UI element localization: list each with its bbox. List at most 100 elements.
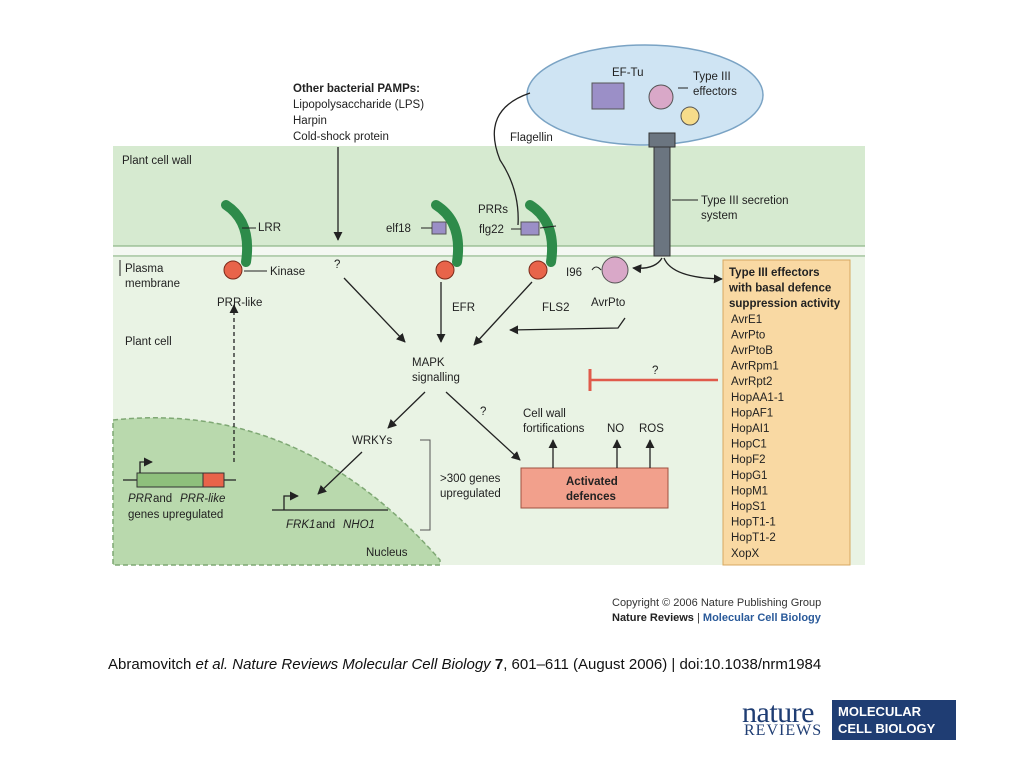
flagellin-strand [493, 92, 531, 226]
efr-label: EFR [452, 302, 475, 314]
effector-item: XopX [731, 548, 759, 560]
effector-item: HopG1 [731, 470, 767, 482]
activated-defences-box [520, 467, 669, 509]
plant-cell-label: Plant cell [125, 336, 172, 348]
cell-wall-label-1: Cell wall [523, 408, 566, 420]
effector-header-line: Type III effectors [729, 267, 820, 279]
question-defence: ? [480, 406, 486, 418]
effector-header-line: with basal defence [728, 283, 831, 295]
copyright-subjournal: Molecular Cell Biology [702, 612, 821, 624]
elf18-label: elf18 [386, 223, 411, 235]
prrs-label: PRRs [478, 204, 508, 216]
frk-and-label: and [316, 519, 335, 531]
fls2-label: FLS2 [542, 302, 570, 314]
question-pamp: ? [334, 259, 340, 271]
prr-gene-kinase-bar [202, 472, 225, 488]
effector-item: AvrE1 [731, 314, 762, 326]
prr-genes-c: PRR-like [180, 493, 225, 505]
flagellin-label: Flagellin [510, 132, 553, 144]
logo-line1: MOLECULAR [838, 704, 922, 719]
other-pamps-title: Other bacterial PAMPs: [293, 83, 420, 95]
plasma-membrane-label-2: membrane [125, 278, 180, 290]
effector-item: AvrRpt2 [731, 376, 772, 388]
lrr-label: LRR [258, 222, 281, 234]
effector-item: HopT1-2 [731, 532, 776, 544]
plasma-membrane-band [113, 246, 865, 256]
logo-reviews: REVIEWS [744, 722, 823, 739]
efr-kinase [435, 260, 455, 280]
cell-wall-label-2: fortifications [523, 423, 585, 435]
pamp-harpin: Harpin [293, 115, 327, 127]
effector-item: HopAA1-1 [731, 392, 784, 404]
prr-genes-b: and [153, 493, 172, 505]
effector-item: AvrPto [731, 329, 765, 341]
prr-genes-a: PRR [128, 493, 152, 505]
type3-effectors-line1: Type III [693, 71, 731, 83]
type3-effectors-line2: effectors [693, 86, 737, 98]
effector-box [722, 259, 851, 566]
effector-header-line: suppression activity [729, 298, 841, 310]
avrpto-label: AvrPto [591, 297, 625, 309]
nucleus-label: Nucleus [366, 547, 408, 559]
copyright-notice: Copyright © 2006 Nature Publishing Group… [612, 596, 821, 626]
secretion-label-2: system [701, 210, 737, 222]
fls2-kinase [528, 260, 548, 280]
ef-tu-protein [591, 82, 625, 110]
effector-list: Type III effectors with basal defence supp… [728, 267, 841, 560]
nature-reviews-logo: nature REVIEWS MOLECULAR CELL BIOLOGY [742, 696, 956, 742]
nucleus [112, 417, 441, 566]
genes-up-1: >300 genes [440, 473, 501, 485]
activated-label-2: defences [566, 491, 616, 503]
flg22-peptide [520, 221, 540, 236]
caption-rest: , 601–611 (August 2006) | doi:10.1038/nr… [503, 656, 822, 673]
ef-tu-label: EF-Tu [612, 67, 644, 79]
ros-label: ROS [639, 423, 664, 435]
efr-receptor [431, 200, 464, 267]
nho1-label: NHO1 [343, 519, 375, 531]
effector-item: HopC1 [731, 439, 767, 451]
plant-cell-wall-label: Plant cell wall [122, 155, 192, 167]
avrpto-protein [601, 256, 629, 284]
kinase-label: Kinase [270, 266, 305, 278]
pamp-lps: Lipopolysaccharide (LPS) [293, 99, 424, 111]
caption-journal: Nature Reviews Molecular Cell Biology [228, 656, 495, 673]
pamp-cold-shock: Cold-shock protein [293, 131, 389, 143]
prr-gene-bar [136, 472, 204, 488]
genes-up-2: upregulated [440, 488, 501, 500]
prr-like-label: PRR-like [217, 297, 262, 309]
effector-item: AvrPtoB [731, 345, 773, 357]
copyright-sep: | [693, 612, 703, 624]
effector-item: HopAI1 [731, 423, 769, 435]
secretion-system-tube [653, 145, 671, 257]
effector-item: HopAF1 [731, 407, 773, 419]
fls2-receptor [525, 200, 558, 267]
effector-item: HopF2 [731, 454, 766, 466]
logo-line2: CELL BIOLOGY [838, 721, 936, 736]
genes-bracket [420, 439, 431, 531]
kinase-domain [223, 260, 243, 280]
mapk-label-2: signalling [412, 372, 460, 384]
caption-etal: et al. [195, 656, 229, 673]
mapk-label-1: MAPK [412, 357, 445, 369]
logo-nature: nature [742, 696, 814, 729]
flg22-label: flg22 [479, 224, 504, 236]
effector-item: HopT1-1 [731, 517, 776, 529]
i96-label: I96 [566, 267, 582, 279]
secretion-label-1: Type III secretion [701, 195, 789, 207]
activated-label-1: Activated [566, 476, 618, 488]
caption-authors: Abramovitch [108, 656, 196, 673]
elf18-peptide [431, 221, 447, 235]
frk1-label: FRK1 [286, 519, 315, 531]
wrkys-label: WRKYs [352, 435, 393, 447]
effector-item: HopM1 [731, 485, 768, 497]
question-inhibit: ? [652, 365, 658, 377]
no-label: NO [607, 423, 624, 435]
type3-effector-small [680, 106, 700, 126]
prr-genes-line2: genes upregulated [128, 509, 223, 521]
figure-caption: Abramovitch et al. Nature Reviews Molecu… [108, 656, 948, 673]
copyright-journal: Nature Reviews [612, 612, 694, 624]
logo-box: MOLECULAR CELL BIOLOGY [832, 700, 956, 740]
effector-item: AvrRpm1 [731, 361, 779, 373]
cell-wall-band [113, 146, 865, 246]
